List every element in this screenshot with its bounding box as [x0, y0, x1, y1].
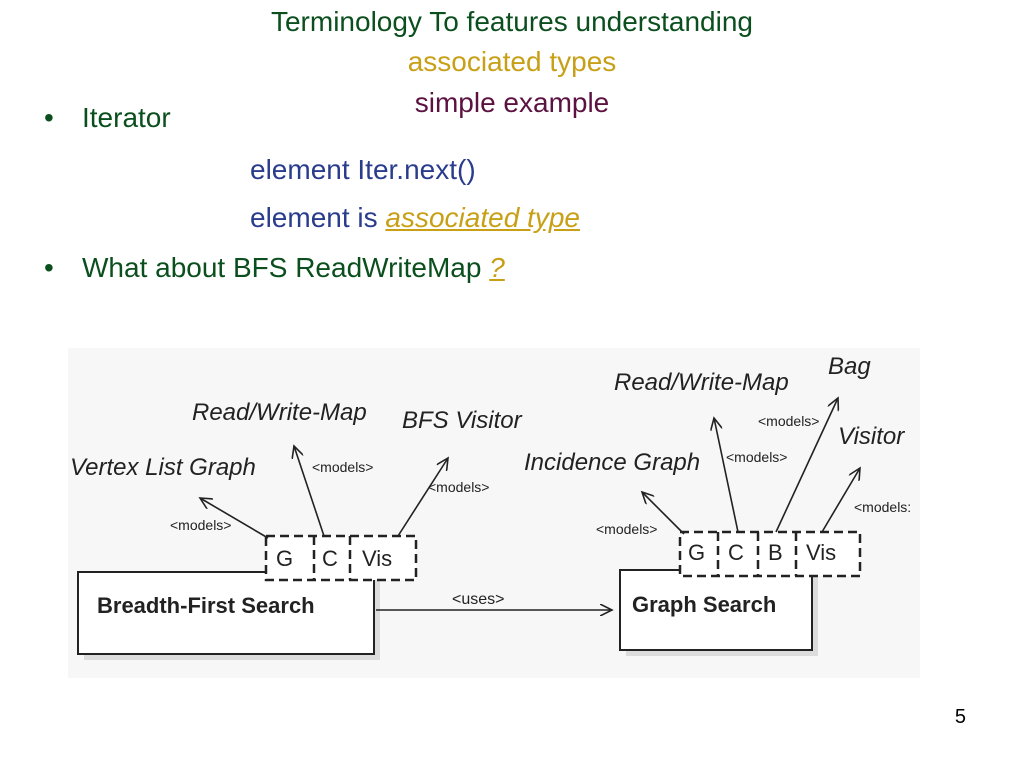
- param-g: G: [688, 540, 705, 565]
- models-label: <models>: [596, 521, 657, 537]
- right-template-params: [678, 530, 862, 578]
- graph-search-box: [619, 569, 813, 651]
- sub-bullet-associated: element is associated type: [250, 202, 580, 234]
- param-b: B: [768, 540, 783, 565]
- models-label: <models>: [428, 479, 489, 495]
- models-arrow: [397, 458, 448, 537]
- bullet-bfs-text: What about BFS ReadWriteMap: [82, 252, 490, 283]
- question-link[interactable]: ?: [489, 252, 505, 283]
- models-label: <models>: [312, 459, 373, 475]
- param-vis: Vis: [806, 540, 836, 565]
- models-arrow: [714, 418, 739, 533]
- associated-type-link[interactable]: associated type: [385, 202, 580, 233]
- visitor-label: Visitor: [838, 423, 905, 450]
- bullet-bfs: • What about BFS ReadWriteMap ?: [44, 252, 505, 284]
- graph-search-label: Graph Search: [632, 592, 776, 617]
- read-write-map-label: Read/Write-Map: [614, 369, 789, 396]
- bullet-dot: •: [44, 102, 54, 133]
- vertex-list-graph-label: Vertex List Graph: [70, 454, 256, 481]
- models-arrow: [775, 398, 838, 533]
- slide-title: Terminology To features understanding: [270, 6, 753, 37]
- breadth-first-search-label: Breadth-First Search: [97, 593, 315, 618]
- models-label: <models>: [758, 413, 819, 429]
- bag-label: Bag: [828, 353, 871, 380]
- incidence-graph-label: Incidence Graph: [524, 449, 700, 476]
- models-arrow: [642, 492, 685, 535]
- models-label: <models>: [170, 517, 231, 533]
- bfs-visitor-label: BFS Visitor: [402, 407, 523, 434]
- sub-bullet-next: element Iter.next(): [250, 154, 476, 185]
- read-write-map-label: Read/Write-Map: [192, 399, 367, 426]
- sub-bullet-associated-prefix: element is: [250, 202, 386, 233]
- param-c: C: [728, 540, 744, 565]
- models-arrow: [821, 468, 860, 533]
- models-arrow: [294, 446, 325, 537]
- page-number: 5: [954, 706, 966, 728]
- models-arrow: [200, 498, 269, 539]
- slide-subtitle-simple-example: simple example: [414, 87, 610, 118]
- bullet-dot: •: [44, 252, 54, 283]
- param-g: G: [276, 546, 293, 571]
- models-label: <models:: [854, 499, 911, 515]
- bullet-iterator-text: Iterator: [82, 102, 171, 133]
- breadth-first-search-box: [77, 571, 375, 655]
- param-vis: Vis: [362, 546, 392, 571]
- left-template-params: [264, 534, 418, 582]
- bullet-iterator: • Iterator: [44, 102, 171, 134]
- models-label: <models>: [726, 449, 787, 465]
- slide-subtitle-associated-types: associated types: [407, 46, 617, 77]
- uses-label: <uses>: [452, 591, 504, 608]
- param-c: C: [322, 546, 338, 571]
